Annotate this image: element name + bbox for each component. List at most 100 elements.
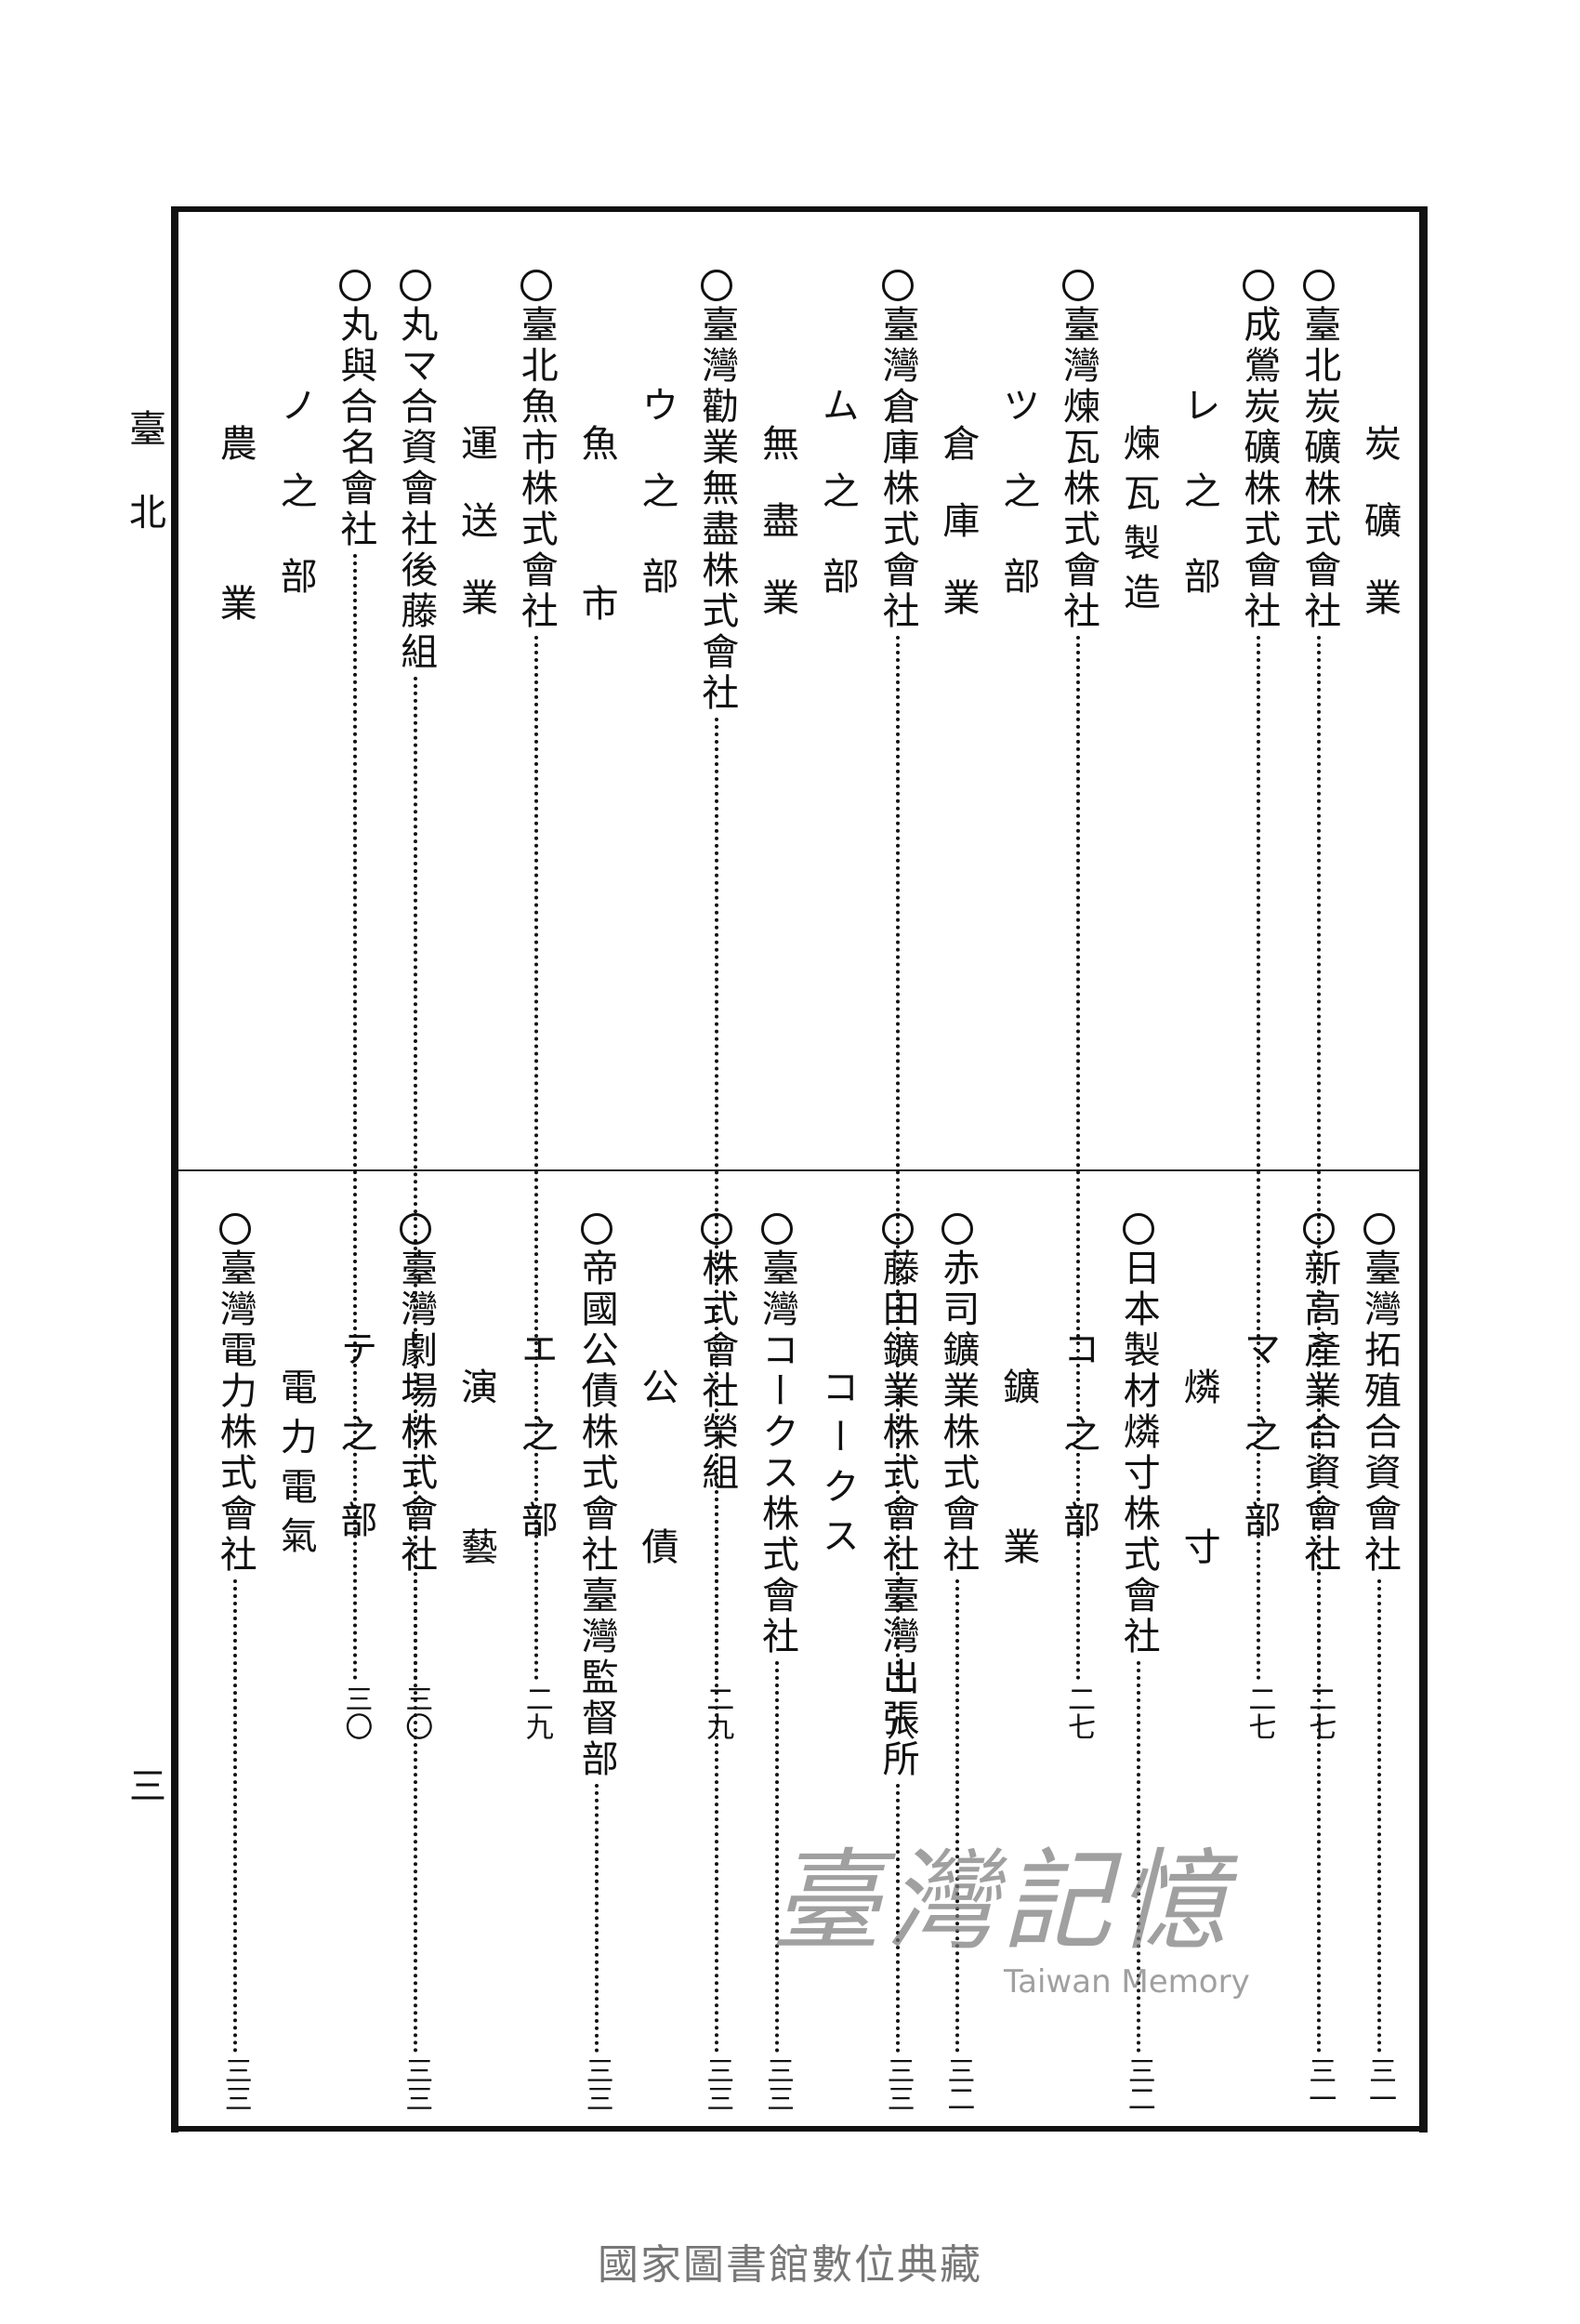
entry-page-number: 三三: [761, 2056, 794, 2112]
company-name: 臺灣劇場株式會社: [394, 1248, 438, 1576]
company-name: 臺北魚市株式會社: [514, 305, 558, 632]
entry-page-number: 三一: [1363, 2056, 1396, 2112]
index-entry: 丸マ合資會社後藤組三〇: [394, 270, 437, 1740]
category-heading: 運送業: [454, 424, 497, 655]
circle-bullet-icon: [400, 1213, 432, 1245]
dot-leader: [895, 1784, 900, 2053]
category-heading: 電力電氣: [273, 1367, 317, 1566]
category-heading: 煉瓦製造: [1116, 424, 1160, 623]
footer-credit: 國家圖書館數位典藏: [598, 2241, 982, 2289]
entry-page-number: 二八: [881, 1684, 915, 1740]
index-entry: 臺灣倉庫株式會社二八: [876, 270, 919, 1740]
category-heading: 演藝: [454, 1367, 497, 1687]
company-name: 臺灣倉庫株式會社: [876, 305, 919, 632]
category-heading: 炭礦業: [1358, 424, 1401, 655]
circle-bullet-icon: [218, 1213, 251, 1245]
company-name: 丸與合名會社: [334, 305, 377, 550]
entry-page-number: 三二: [1122, 2056, 1155, 2112]
dot-leader: [1257, 636, 1261, 1681]
company-name: 帝國公債株式會社臺灣監督部: [574, 1248, 618, 1780]
category-heading: 鑛業: [996, 1367, 1040, 1687]
circle-bullet-icon: [1243, 270, 1275, 301]
entry-page-number: 三一: [1303, 2056, 1336, 2112]
index-entry: 臺灣煉瓦株式會社二七: [1057, 270, 1099, 1740]
dot-leader: [1377, 1579, 1381, 2053]
index-entry: 成鶯炭礦株式會社二七: [1237, 270, 1280, 1740]
kana-section-heading: コ之部: [1057, 1329, 1099, 1586]
dot-leader: [1317, 1579, 1322, 2053]
circle-bullet-icon: [339, 270, 372, 301]
entry-page-number: 三三: [580, 2056, 613, 2112]
index-entry: 藤田鑛業株式會社臺灣出張所三三: [876, 1213, 919, 2112]
category-heading: コークス: [815, 1367, 859, 1566]
category-heading: 公債: [635, 1367, 678, 1687]
circle-bullet-icon: [1062, 270, 1094, 301]
category-heading: 魚市: [574, 424, 618, 744]
company-name: 丸マ合資會社後藤組: [394, 305, 438, 673]
index-entry: 帝國公債株式會社臺灣監督部三三: [575, 1213, 618, 2112]
circle-bullet-icon: [520, 270, 552, 301]
index-entry: 臺灣拓殖合資會社三一: [1358, 1213, 1401, 2112]
circle-bullet-icon: [1303, 1213, 1336, 1245]
page-number: 三: [123, 1766, 165, 1803]
index-entry: 臺灣勸業無盡株式會社二九: [695, 270, 738, 1740]
running-head: 臺北: [123, 409, 165, 576]
index-entry: 日本製材燐寸株式會社三二: [1117, 1213, 1160, 2112]
company-name: 臺灣コークス株式會社: [756, 1248, 798, 1657]
circle-bullet-icon: [580, 1213, 612, 1245]
company-name: 臺北炭礦株式會社: [1297, 305, 1341, 632]
company-name: 藤田鑛業株式會社臺灣出張所: [876, 1248, 919, 1780]
company-name: 臺灣電力株式會社: [213, 1248, 257, 1576]
entry-page-number: 三〇: [339, 1684, 373, 1740]
dot-leader: [895, 636, 900, 1681]
category-heading: 燐寸: [1177, 1367, 1220, 1687]
entry-page-number: 二七: [1243, 1684, 1276, 1740]
frame-top-rule: [171, 206, 1428, 209]
circle-bullet-icon: [1303, 270, 1336, 301]
entry-page-number: 三三: [881, 2056, 915, 2112]
dot-leader: [715, 718, 719, 1681]
circle-bullet-icon: [400, 270, 432, 301]
kana-section-heading: マ之部: [1237, 1329, 1281, 1586]
kana-section-heading: ノ之部: [273, 386, 317, 642]
company-name: 日本製材燐寸株式會社: [1116, 1248, 1160, 1657]
company-name: 臺灣勸業無盡株式會社: [695, 305, 739, 714]
circle-bullet-icon: [881, 270, 914, 301]
kana-section-heading: ツ之部: [996, 386, 1040, 642]
circle-bullet-icon: [881, 1213, 914, 1245]
kana-section-heading: レ之部: [1177, 386, 1220, 642]
index-entry: 臺北魚市株式會社二九: [515, 270, 558, 1740]
company-name: 臺灣煉瓦株式會社: [1057, 305, 1099, 632]
index-entry: 臺灣コークス株式會社三三: [756, 1213, 798, 2112]
company-name: 株式會社榮組: [695, 1248, 739, 1494]
dot-leader: [955, 1579, 960, 2053]
dot-leader: [414, 1579, 418, 2053]
company-name: 成鶯炭礦株式會社: [1237, 305, 1281, 632]
frame-left-rule: [171, 206, 178, 2133]
entry-page-number: 三三: [218, 2056, 252, 2112]
index-entry: 丸與合名會社三〇: [334, 270, 376, 1740]
circle-bullet-icon: [701, 1213, 733, 1245]
section-divider: [178, 1169, 1420, 1171]
category-heading: 農業: [213, 424, 257, 744]
dot-leader: [1136, 1661, 1140, 2053]
index-entry: 赤司鑛業株式會社三二: [936, 1213, 979, 2112]
entry-page-number: 三三: [701, 2056, 734, 2112]
entry-page-number: 三三: [400, 2056, 433, 2112]
dot-leader: [414, 677, 418, 1681]
kana-section-heading: テ之部: [334, 1329, 377, 1586]
circle-bullet-icon: [1122, 1213, 1154, 1245]
dot-leader: [1076, 636, 1080, 1681]
dot-leader: [594, 1784, 599, 2053]
circle-bullet-icon: [761, 1213, 793, 1245]
dot-leader: [775, 1661, 779, 2053]
company-name: 赤司鑛業株式會社: [936, 1248, 980, 1576]
kana-section-heading: ム之部: [815, 386, 859, 642]
dot-leader: [353, 554, 358, 1681]
company-name: 臺灣拓殖合資會社: [1358, 1248, 1401, 1576]
dot-leader: [1317, 636, 1322, 1681]
dot-leader: [715, 1498, 719, 2053]
frame-bottom-rule: [171, 2126, 1428, 2132]
index-entry: 新高產業合資會社三一: [1297, 1213, 1340, 2112]
index-entry: 臺灣電力株式會社三三: [214, 1213, 257, 2112]
